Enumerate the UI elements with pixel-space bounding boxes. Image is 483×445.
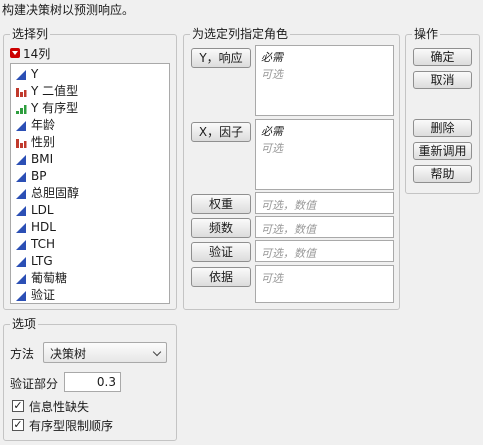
nominal-icon [15,137,27,149]
roles-title: 为选定列指定角色 [190,26,291,42]
informative-missing-checkbox[interactable]: ✓ [12,399,24,412]
method-select[interactable]: 决策树 [43,342,167,363]
action-title: 操作 [412,26,441,42]
select-columns-title: 选择列 [10,26,51,42]
method-label: 方法 [10,347,35,361]
column-list-item-label: Y 有序型 [31,101,79,115]
column-list-item-label: BMI [31,152,54,166]
ordinal-icon [15,103,27,115]
cancel-button[interactable]: 取消 [413,71,472,89]
weight-button[interactable]: 权重 [191,194,251,214]
y-optional-hint: 可选 [261,68,283,81]
select-columns-panel: 选择列 14列 Y Y 二值型 Y 有序型年龄性别 BMI BP 总胆固醇 LDL HDL TC… [3,26,177,310]
ok-button[interactable]: 确定 [413,48,472,66]
continuous-icon [15,154,27,166]
column-list-item-label: 葡萄糖 [31,271,68,285]
column-list-item-label: Y [31,67,39,81]
weight-optional-hint: 可选，数值 [261,199,316,212]
validation-role-box[interactable]: 可选，数值 [255,240,394,262]
continuous-icon [15,290,27,302]
validation-button[interactable]: 验证 [191,242,251,262]
x-required-hint: 必需 [261,125,283,138]
column-count-label: 14列 [23,46,51,61]
column-list-item[interactable]: LDL [15,202,54,219]
column-list-item-label: Y 二值型 [31,84,79,98]
continuous-icon [15,171,27,183]
remove-button[interactable]: 删除 [413,119,472,137]
x-factor-button[interactable]: X，因子 [191,122,251,142]
column-list-item[interactable]: LTG [15,253,53,270]
weight-role-box[interactable]: 可选，数值 [255,192,394,214]
column-list-item[interactable]: TCH [15,236,55,253]
continuous-icon [15,120,27,132]
column-list-item-label: 总胆固醇 [31,186,80,200]
nominal-icon [15,86,27,98]
column-listbox[interactable]: Y Y 二值型 Y 有序型年龄性别 BMI BP 总胆固醇 LDL HDL TCH LTG 葡萄糖验… [10,63,170,304]
validation-optional-hint: 可选，数值 [261,247,316,260]
column-list-item[interactable]: 总胆固醇 [15,185,79,202]
options-title: 选项 [10,316,39,332]
continuous-icon [15,69,27,81]
continuous-icon [15,273,27,285]
informative-missing-label: 信息性缺失 [29,400,90,414]
column-list-item[interactable]: Y 二值型 [15,83,78,100]
continuous-icon [15,205,27,217]
y-response-button[interactable]: Y，响应 [191,48,251,68]
continuous-icon [15,239,27,251]
by-optional-hint: 可选 [261,272,283,285]
validation-portion-value: 0.3 [96,375,116,389]
column-list-item-label: HDL [31,220,56,234]
column-list-item[interactable]: BP [15,168,46,185]
by-role-box[interactable]: 可选 [255,265,394,303]
continuous-icon [15,256,27,268]
column-list-item[interactable]: BMI [15,151,53,168]
by-button[interactable]: 依据 [191,267,251,287]
column-list-item[interactable]: HDL [15,219,56,236]
column-list-item[interactable]: Y 有序型 [15,100,78,117]
options-panel: 选项 方法 决策树 验证部分 0.3 ✓ 信息性缺失 ✓ 有序型限制顺序 [3,316,177,441]
column-list-item-label: BP [31,169,47,183]
column-list-item[interactable]: 性别 [15,134,55,151]
instruction-text: 构建决策树以预测响应。 [2,3,135,17]
y-role-box[interactable]: 必需 可选 [255,45,394,116]
action-panel: 操作 确定 取消 删除 重新调用 帮助 [405,26,480,194]
continuous-icon [15,222,27,234]
column-list-item-label: 验证 [31,288,56,302]
column-count-header[interactable]: 14列 [10,45,50,61]
column-list-item[interactable]: 验证 [15,287,55,304]
validation-portion-input[interactable]: 0.3 [64,372,121,392]
column-list-item-label: LTG [31,254,53,268]
column-list-item-label: 性别 [31,135,56,149]
y-required-hint: 必需 [261,51,283,64]
freq-role-box[interactable]: 可选，数值 [255,216,394,238]
column-list-item[interactable]: Y [15,66,38,83]
ordinal-restrict-order-checkbox[interactable]: ✓ [12,418,24,431]
continuous-icon [15,188,27,200]
recall-button[interactable]: 重新调用 [413,142,472,160]
column-list-item[interactable]: 年龄 [15,117,55,134]
chevron-down-icon [152,347,162,357]
column-list-item[interactable]: 葡萄糖 [15,270,67,287]
freq-button[interactable]: 频数 [191,218,251,238]
x-role-box[interactable]: 必需 可选 [255,119,394,190]
ordinal-restrict-order-label: 有序型限制顺序 [29,419,114,433]
dropdown-triangle-icon[interactable] [10,48,20,58]
roles-panel: 为选定列指定角色 Y，响应 必需 可选 X，因子 必需 可选 权重 可选，数值 … [183,26,400,310]
column-list-item-label: TCH [31,237,56,251]
freq-optional-hint: 可选，数值 [261,223,316,236]
x-optional-hint: 可选 [261,142,283,155]
column-list-item-label: LDL [31,203,54,217]
column-list-item-label: 年龄 [31,118,56,132]
method-select-value: 决策树 [50,347,87,361]
help-button[interactable]: 帮助 [413,165,472,183]
validation-portion-label: 验证部分 [10,377,59,391]
